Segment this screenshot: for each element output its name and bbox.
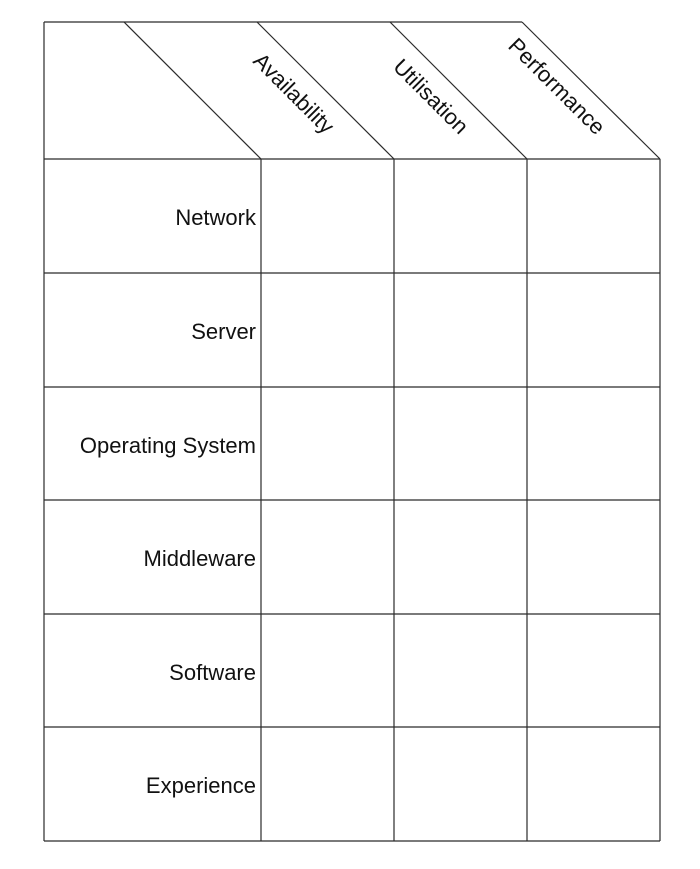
grid-lines [43,21,661,842]
row-header-operating-system: Operating System [80,433,256,458]
row-header-experience: Experience [146,773,256,798]
column-header-performance: Performance [503,33,610,140]
row-headers: Network Server Operating System Middlewa… [80,205,257,798]
column-header-availability: Availability [248,48,339,139]
row-header-server: Server [191,319,256,344]
header-slant-2 [256,21,395,160]
header-slant-4 [521,21,661,160]
header-slant-3 [389,21,528,160]
header-slant-1 [123,21,262,160]
row-header-software: Software [169,660,256,685]
row-header-network: Network [175,205,257,230]
column-headers: Availability Utilisation Performance [248,33,610,140]
row-header-middleware: Middleware [144,546,257,571]
column-header-utilisation: Utilisation [388,54,473,139]
